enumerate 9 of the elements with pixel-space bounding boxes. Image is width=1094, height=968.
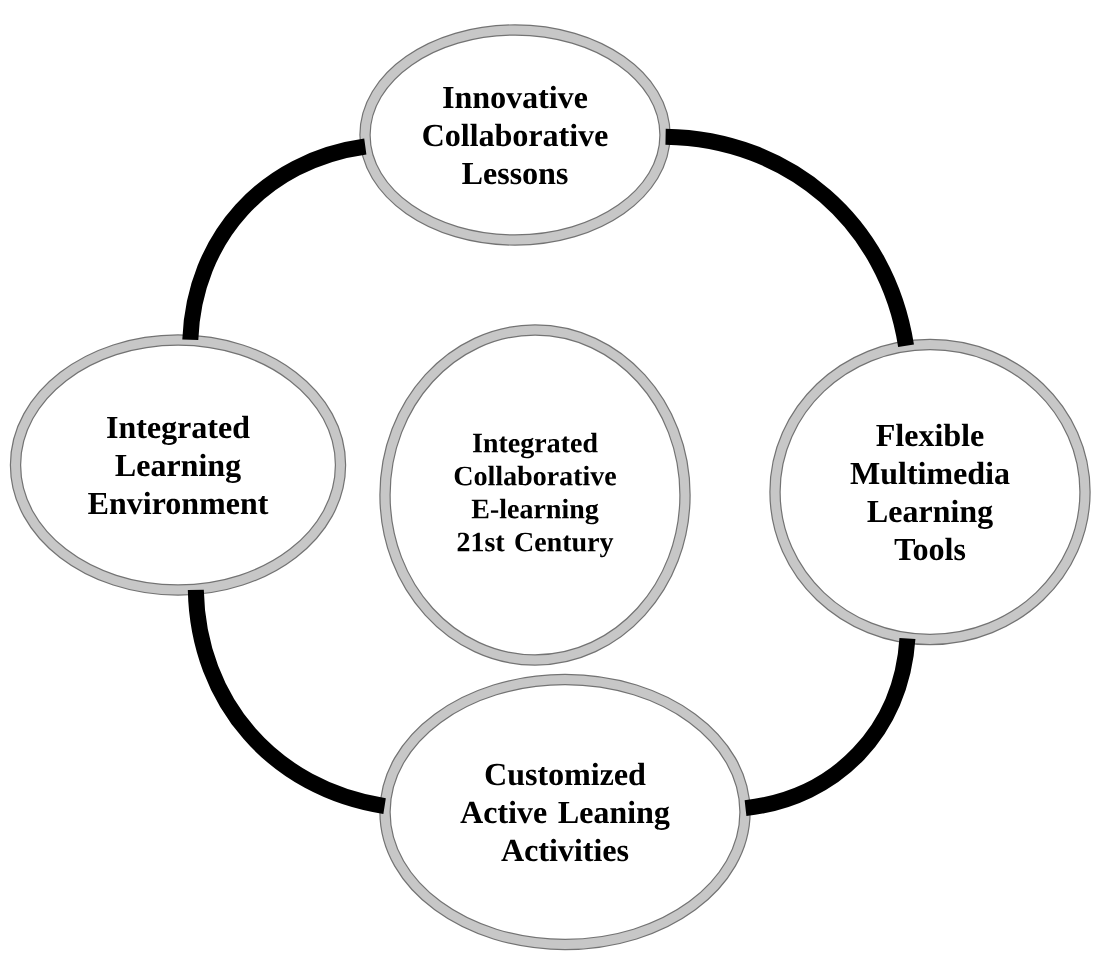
ellipse-node: Integrated Learning Environment — [9, 334, 347, 596]
ellipse-node: Flexible Multimedia Learning Tools — [769, 338, 1091, 646]
ring-connector — [187, 589, 387, 814]
ellipse-node: Integrated Collaborative E-learning 21st Century — [379, 324, 691, 666]
ring-connector — [182, 138, 367, 341]
ellipse-node: Innovative Collaborative Lessons — [359, 24, 671, 246]
ellipse-node: Customized Active Leaning Activities — [379, 673, 751, 951]
ring-connector — [744, 637, 916, 816]
ring-connector — [665, 128, 914, 348]
